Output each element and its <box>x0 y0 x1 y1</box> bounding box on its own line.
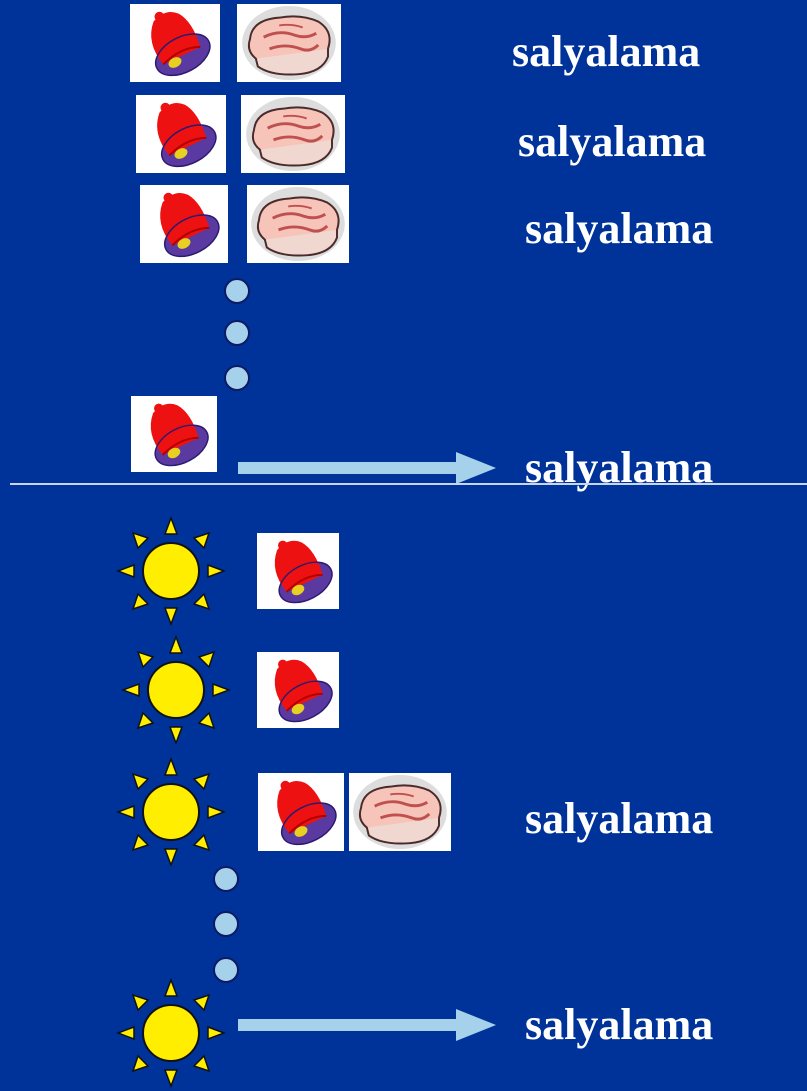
outcome-label: salyalama <box>525 207 713 251</box>
meat-icon <box>247 185 349 263</box>
bell-icon <box>131 396 217 472</box>
section-divider <box>10 483 807 485</box>
meat-icon <box>237 4 341 82</box>
continuation-dot <box>224 320 250 346</box>
bell-icon <box>257 652 339 728</box>
arrow-right-icon <box>238 1007 498 1047</box>
sun-icon <box>116 978 226 1088</box>
sun-icon <box>121 635 231 745</box>
meat-icon <box>349 773 451 851</box>
continuation-dot <box>213 911 239 937</box>
meat-icon <box>241 95 345 173</box>
sun-icon <box>116 757 226 867</box>
outcome-label: salyalama <box>512 30 700 74</box>
outcome-label: salyalama <box>525 1003 713 1047</box>
bell-icon <box>258 773 344 851</box>
bell-icon <box>130 4 220 82</box>
bell-icon <box>136 95 226 173</box>
bell-icon <box>257 533 339 609</box>
bell-icon <box>140 185 228 263</box>
outcome-label: salyalama <box>525 797 713 841</box>
outcome-label: salyalama <box>518 120 706 164</box>
continuation-dot <box>213 866 239 892</box>
sun-icon <box>116 516 226 626</box>
continuation-dot <box>224 365 250 391</box>
continuation-dot <box>224 278 250 304</box>
